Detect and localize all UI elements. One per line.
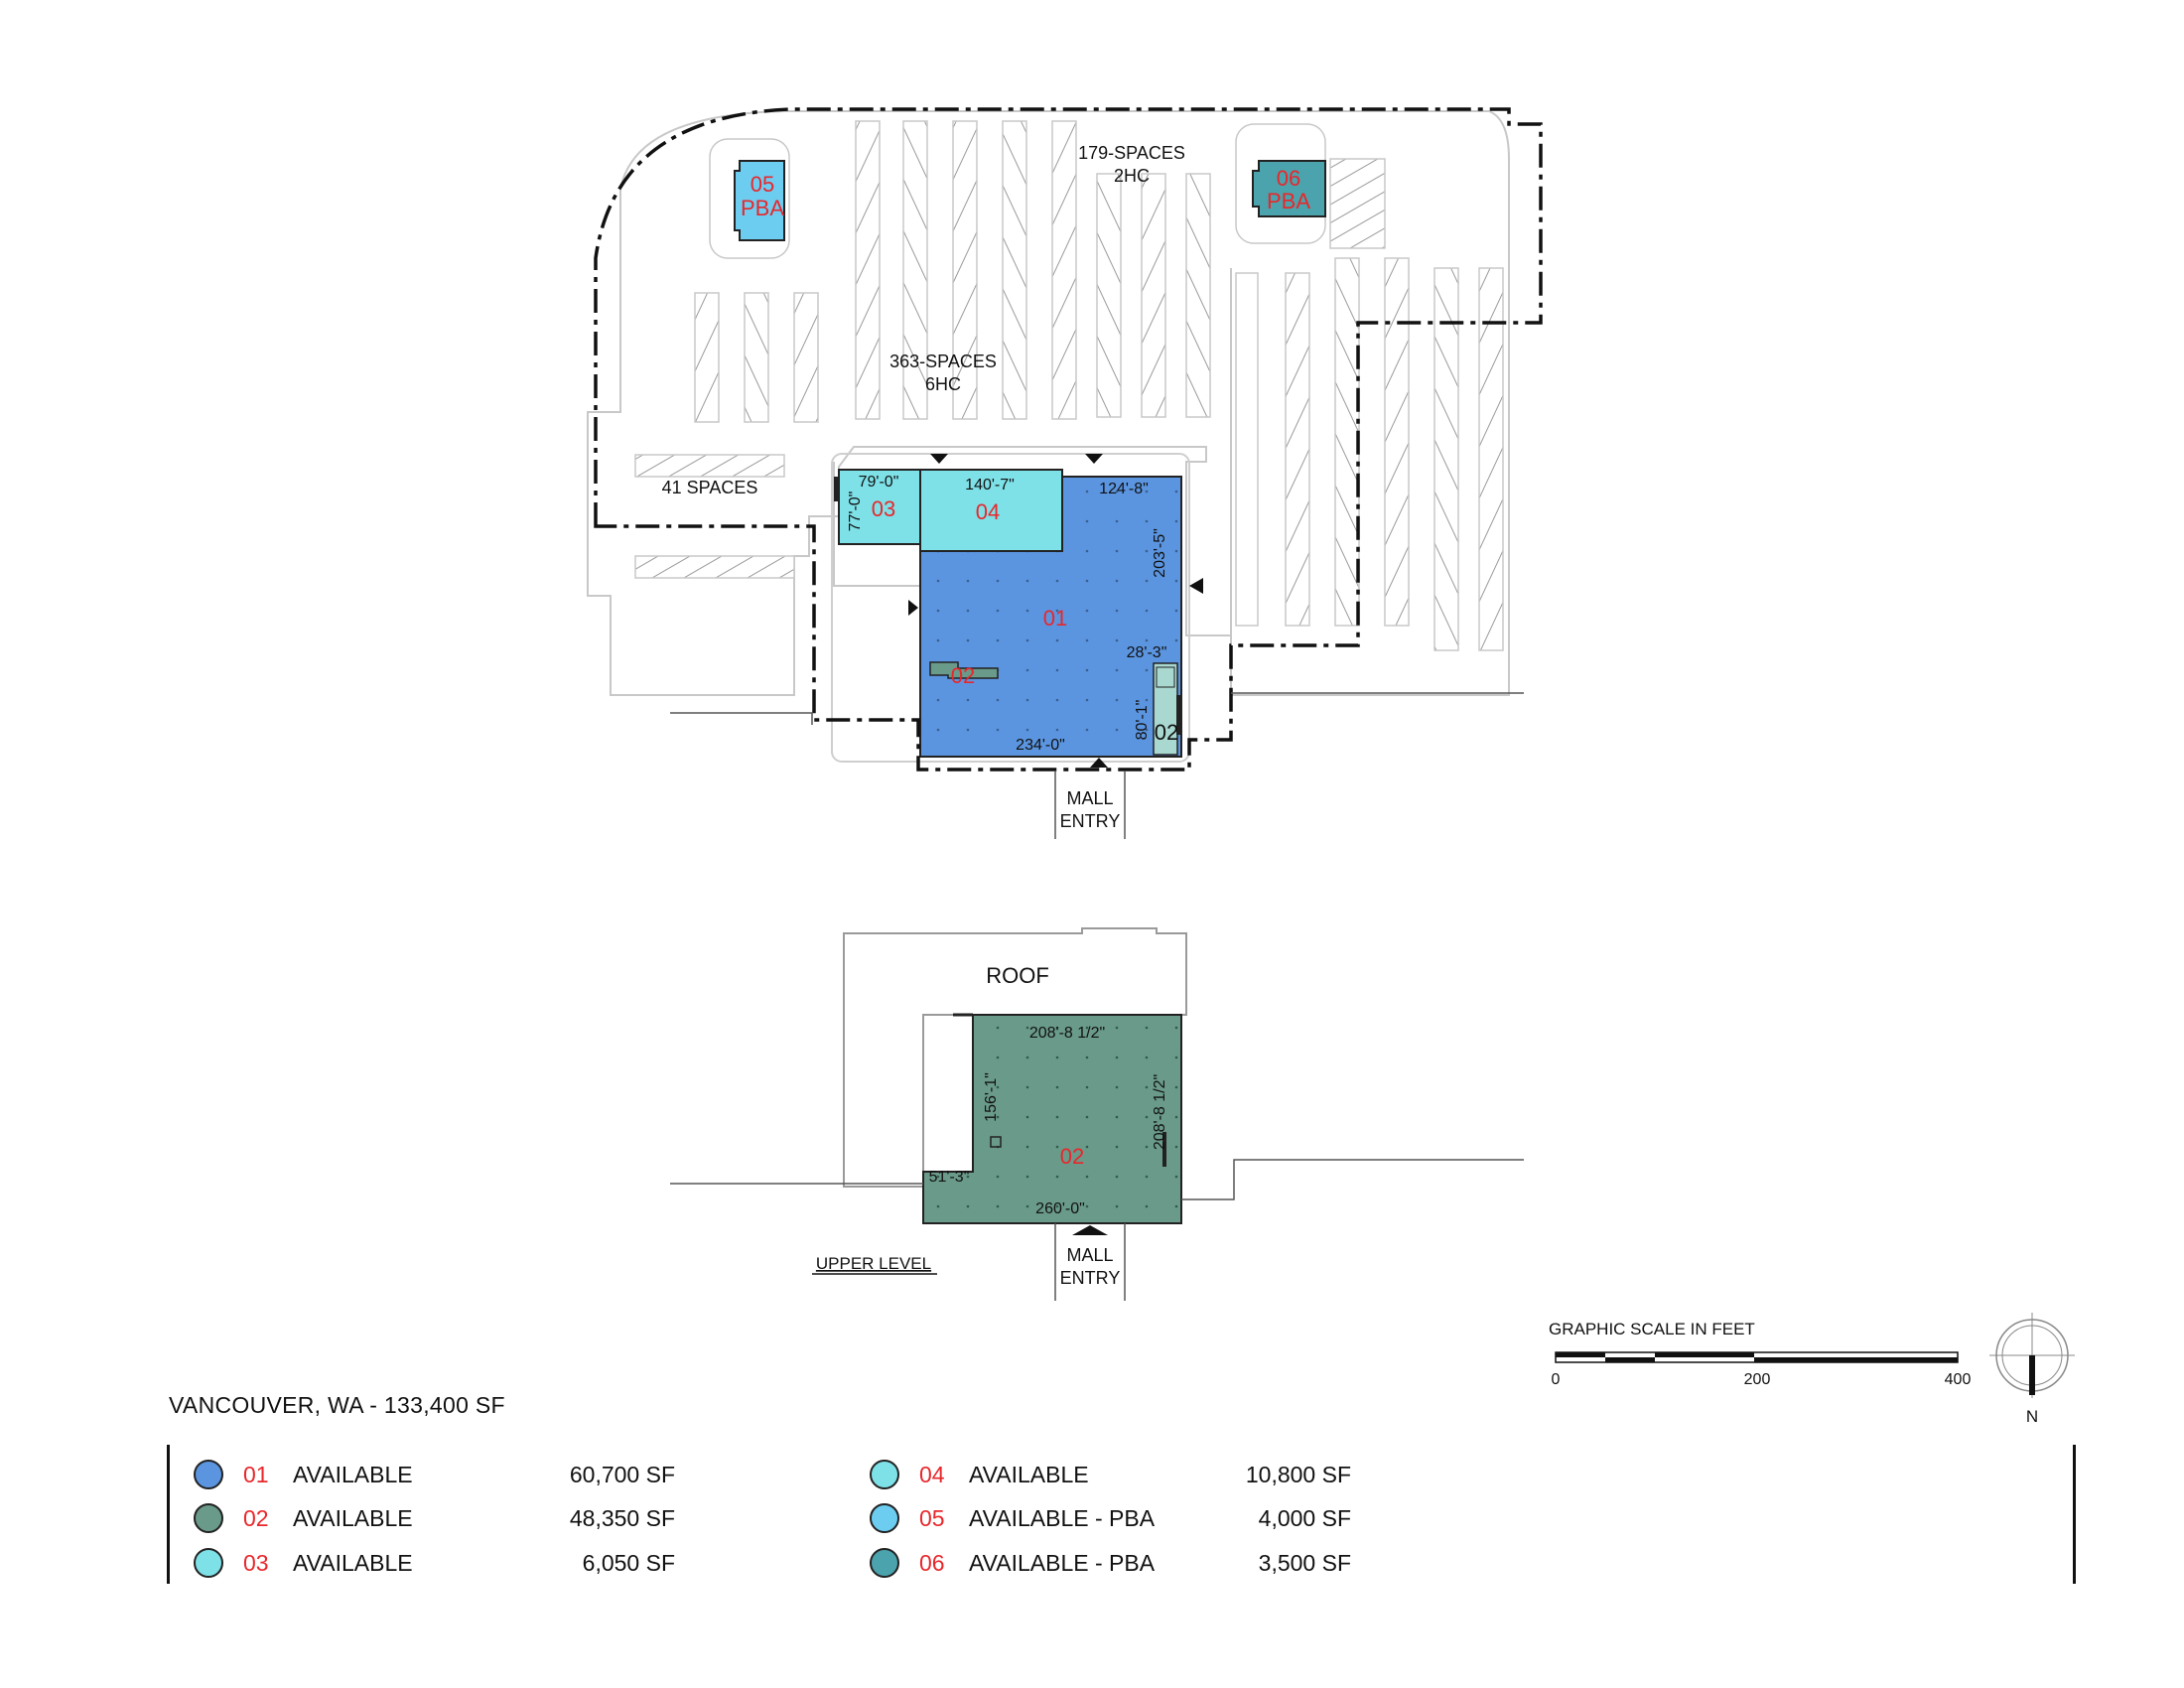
dim-77: 77'-0" bbox=[847, 492, 864, 532]
upper-dim-bottom: 260'-0" bbox=[1035, 1200, 1085, 1217]
parking-label-41: 41 SPACES bbox=[662, 478, 758, 497]
main-building bbox=[831, 453, 1190, 763]
pad-05-number: 05 bbox=[751, 172, 774, 197]
north-arrow-icon: N bbox=[1989, 1313, 2075, 1426]
graphic-scale: GRAPHIC SCALE IN FEET 0 200 400 bbox=[1549, 1320, 1971, 1388]
scale-tick-400: 400 bbox=[1945, 1371, 1972, 1388]
upper-mall-entry-line1: MALL bbox=[1066, 1245, 1113, 1265]
mall-entry-line2: ENTRY bbox=[1060, 811, 1121, 831]
unit-02-east-area[interactable] bbox=[1153, 662, 1178, 756]
entry-markers bbox=[908, 454, 1203, 768]
dim-234: 234'-0" bbox=[1016, 737, 1065, 754]
upper-dim-top: 208'-8 1/2" bbox=[1029, 1025, 1105, 1042]
dim-28: 28'-3" bbox=[1127, 644, 1167, 661]
scale-tick-200: 200 bbox=[1744, 1371, 1771, 1388]
upper-dim-right: 208'-8 1/2" bbox=[1152, 1074, 1168, 1150]
unit-02b-label: 02 bbox=[1155, 720, 1178, 745]
unit-01-label: 01 bbox=[1043, 606, 1067, 631]
parking-label-179: 179-SPACES bbox=[1078, 143, 1185, 163]
pad-06-number: 06 bbox=[1277, 166, 1300, 191]
scale-title: GRAPHIC SCALE IN FEET bbox=[1549, 1320, 1755, 1338]
pad-06-pba: PBA bbox=[1267, 189, 1310, 213]
pad-05[interactable] bbox=[734, 160, 785, 241]
pad-05-pba: PBA bbox=[741, 196, 784, 220]
roof-label: ROOF bbox=[986, 963, 1049, 988]
pad-06[interactable] bbox=[1252, 160, 1326, 217]
dim-79: 79'-0" bbox=[859, 474, 899, 491]
dim-140: 140'-7" bbox=[965, 477, 1015, 493]
site-plan-text: 179-SPACES 2HC 363-SPACES 6HC 41 SPACES … bbox=[662, 143, 1311, 831]
upper-dim-corner: 51'-3" bbox=[929, 1169, 970, 1186]
dim-80: 80'-1" bbox=[1134, 700, 1151, 741]
upper-dim-left: 156'-1" bbox=[983, 1072, 1000, 1122]
parking-label-363: 363-SPACES bbox=[889, 352, 997, 371]
roads bbox=[670, 692, 1524, 839]
parking-label-179-hc: 2HC bbox=[1114, 166, 1150, 186]
dim-203: 203'-5" bbox=[1152, 528, 1168, 578]
parking-label-363-hc: 6HC bbox=[925, 374, 961, 394]
scale-tick-0: 0 bbox=[1552, 1371, 1561, 1388]
property-boundary bbox=[594, 107, 1543, 772]
mall-entry-line1: MALL bbox=[1066, 788, 1113, 808]
unit-04-area[interactable] bbox=[919, 469, 1063, 552]
parking-stalls bbox=[634, 120, 1504, 651]
unit-03-area[interactable] bbox=[838, 469, 921, 545]
dim-124: 124'-8" bbox=[1099, 481, 1149, 497]
upper-mall-entry-line2: ENTRY bbox=[1060, 1268, 1121, 1288]
upper-unit-02-label: 02 bbox=[1060, 1144, 1084, 1169]
unit-02-label: 02 bbox=[951, 663, 975, 688]
unit-04-label: 04 bbox=[976, 499, 1000, 524]
upper-level-text: ROOF 02 208'-8 1/2" 156'-1" 208'-8 1/2" … bbox=[812, 963, 1168, 1288]
unit-02-ground-area[interactable] bbox=[929, 661, 999, 679]
north-label: N bbox=[2026, 1407, 2038, 1426]
upper-level-title: UPPER LEVEL bbox=[816, 1254, 931, 1273]
upper-level-drawing bbox=[670, 927, 1524, 1301]
unit-03-label: 03 bbox=[872, 496, 895, 521]
